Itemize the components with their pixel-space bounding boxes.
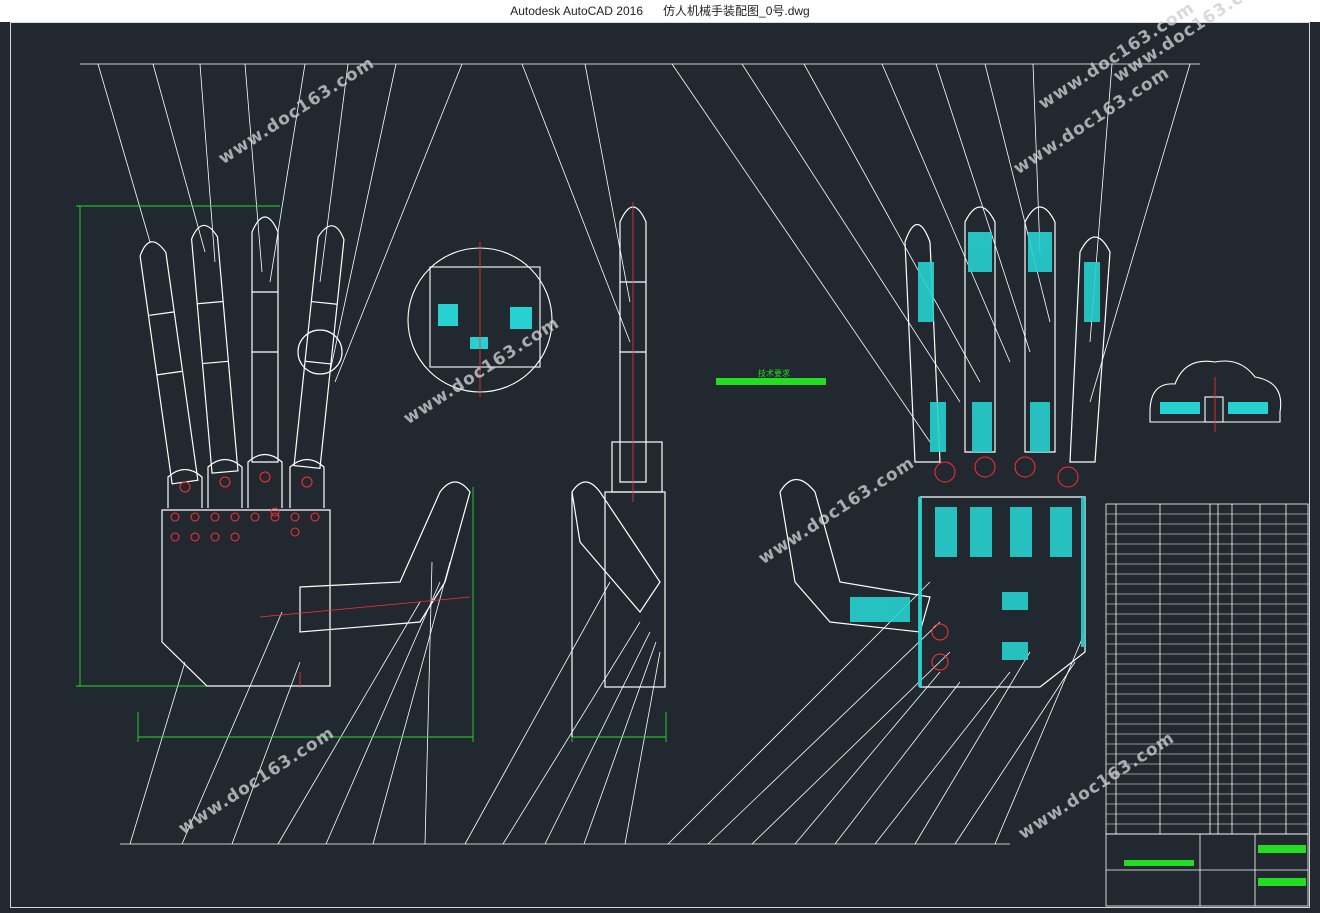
front-view-hand <box>139 216 471 687</box>
leader-lines-bottom <box>120 561 1086 845</box>
side-view <box>571 206 666 737</box>
front-view-bolts <box>170 471 320 542</box>
cad-drawing <box>76 63 1309 907</box>
title-bar: Autodesk AutoCAD 2016 仿人机械手装配图_0号.dwg <box>0 0 1320 22</box>
title-block-rows <box>1106 513 1308 825</box>
section-pins <box>931 456 1079 671</box>
section-hatch <box>850 232 1100 687</box>
detail-hatch <box>438 304 532 349</box>
center-lines <box>259 202 1216 688</box>
title-block-highlights <box>1124 845 1306 886</box>
drawing-border <box>10 22 1310 908</box>
file-name: 仿人机械手装配图_0号.dwg <box>663 4 810 18</box>
small-detail-hatch <box>1160 402 1268 414</box>
dimensions <box>76 205 826 742</box>
title-block <box>1105 503 1309 907</box>
tech-requirements-label: 技术要求 <box>758 369 790 378</box>
app-name: Autodesk AutoCAD 2016 <box>510 4 644 18</box>
leader-lines-top <box>80 63 1200 443</box>
